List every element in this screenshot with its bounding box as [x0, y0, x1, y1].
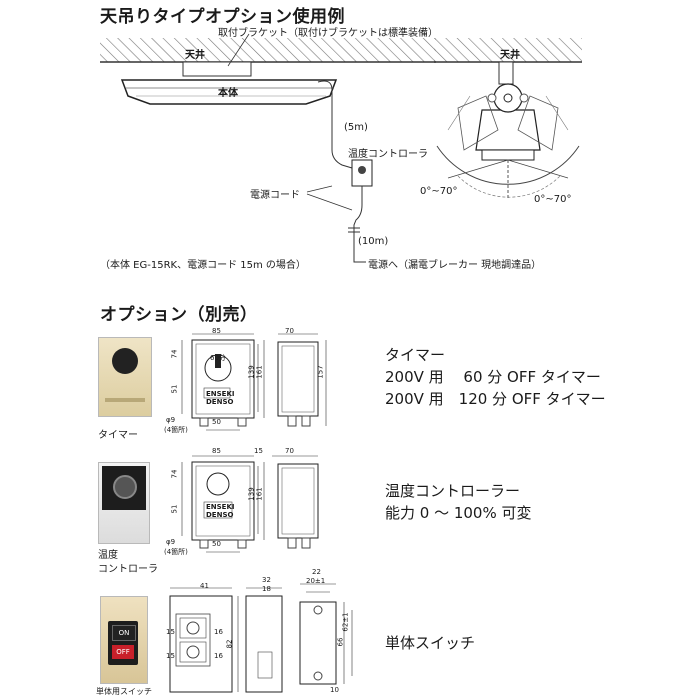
usage-title: 天吊りタイプオプション使用例 — [100, 7, 345, 27]
side-mount — [498, 61, 514, 85]
timer-brand-2: DENSO — [206, 398, 234, 406]
timer-dim-85: 85 — [212, 327, 221, 335]
ceiling-label-right: 天井 — [500, 50, 520, 61]
switch-dim-66: 66 — [336, 637, 345, 647]
switch-dim-16a: 16 — [214, 628, 223, 636]
switch-dim-22: 22 — [312, 568, 321, 576]
switch-drawing — [169, 583, 353, 693]
timer-photo — [98, 337, 152, 417]
controller-drawing — [181, 455, 319, 553]
switch-dim-41: 41 — [200, 582, 209, 590]
controller-dim-15: 15 — [254, 447, 263, 455]
controller-dim-74: 74 — [170, 469, 179, 479]
cable-5m-label: (5m) — [344, 122, 368, 133]
controller-range: 能力 0 ～ 100% 可変 — [385, 504, 532, 522]
switch-dim-20: 20±1 — [306, 577, 326, 585]
switch-caption: 単体用スイッチ — [96, 687, 152, 696]
switch-dim-32: 32 — [262, 576, 271, 584]
usage-note: （本体 EG-15RK、電源コード 15m の場合） — [100, 260, 306, 271]
switch-dim-18: 18 — [262, 585, 271, 593]
timer-dim-51: 51 — [170, 384, 179, 394]
ceiling-label-left: 天井 — [185, 50, 205, 61]
switch-dim-82: 82 — [225, 639, 234, 649]
timer-drawing — [181, 333, 327, 431]
timer-dial-label: 60分 — [210, 354, 226, 362]
controller-name: 温度コントローラー — [385, 482, 521, 500]
controller-caption-1: 温度 — [98, 550, 118, 561]
timer-caption: タイマー — [98, 430, 138, 441]
on-button-icon: ON — [112, 625, 136, 641]
timer-name: タイマー — [385, 346, 446, 364]
controller-dim-51: 51 — [170, 504, 179, 514]
power-label: 電源へ（漏電ブレーカー 現地調達品） — [368, 260, 542, 271]
timer-dim-161: 161 — [255, 365, 264, 379]
cable-10m-label: (10m) — [358, 236, 389, 247]
switch-dim-15a: 15 — [166, 628, 175, 636]
timer-dim-157: 157 — [316, 365, 325, 379]
timer-holes-count: (4箇所) — [164, 426, 188, 434]
timer-brand-1: ENSEKI — [206, 390, 235, 398]
timer-dim-50: 50 — [212, 418, 221, 426]
timer-dim-70: 70 — [285, 327, 294, 335]
controller-holes-count: (4箇所) — [164, 548, 188, 556]
controller-photo — [98, 462, 150, 544]
mount-bracket — [182, 61, 252, 77]
switch-photo: ON OFF — [100, 596, 148, 684]
controller-hole-dim: φ9 — [166, 538, 176, 546]
switch-dim-15b: 15 — [166, 652, 175, 660]
timer-spec-60: 200V 用 60 分 OFF タイマー — [385, 368, 601, 386]
options-title: オプション（別売） — [100, 305, 258, 325]
timer-spec-120: 200V 用 120 分 OFF タイマー — [385, 390, 606, 408]
controller-dim-70: 70 — [285, 447, 294, 455]
switch-dim-10: 10 — [330, 686, 339, 694]
controller-brand-2: DENSO — [206, 511, 234, 519]
angle-right-label: 0°~70° — [534, 194, 572, 205]
timer-dim-139: 139 — [247, 365, 256, 379]
timer-dial-icon — [112, 348, 138, 374]
controller-knob-icon — [113, 475, 137, 499]
usage-diagram — [100, 33, 582, 263]
controller-dim-85: 85 — [212, 447, 221, 455]
ceiling-hatch-right — [434, 38, 582, 62]
timer-hole-dim: φ9 — [166, 416, 176, 424]
bracket-label: 取付ブラケット（取付けブラケットは標準装備） — [218, 28, 438, 39]
off-button-icon: OFF — [112, 645, 134, 659]
controller-dim-50: 50 — [212, 540, 221, 548]
switch-dim-16b: 16 — [214, 652, 223, 660]
switch-dim-62: 62±1 — [341, 612, 350, 632]
controller-brand-1: ENSEKI — [206, 503, 235, 511]
angle-left-label: 0°~70° — [420, 186, 458, 197]
power-cord-label: 電源コード — [250, 190, 300, 201]
timer-dim-74: 74 — [170, 349, 179, 359]
controller-caption-2: コントローラ — [98, 564, 158, 575]
body-label: 本体 — [218, 88, 238, 99]
switch-name: 単体スイッチ — [385, 634, 476, 652]
controller-label: 温度コントローラ — [348, 149, 428, 160]
ceiling-hatch-left — [100, 38, 436, 62]
controller-dim-161: 161 — [255, 487, 264, 501]
controller-dim-139: 139 — [247, 487, 256, 501]
heater-side — [475, 109, 541, 151]
heater-body — [120, 79, 338, 105]
